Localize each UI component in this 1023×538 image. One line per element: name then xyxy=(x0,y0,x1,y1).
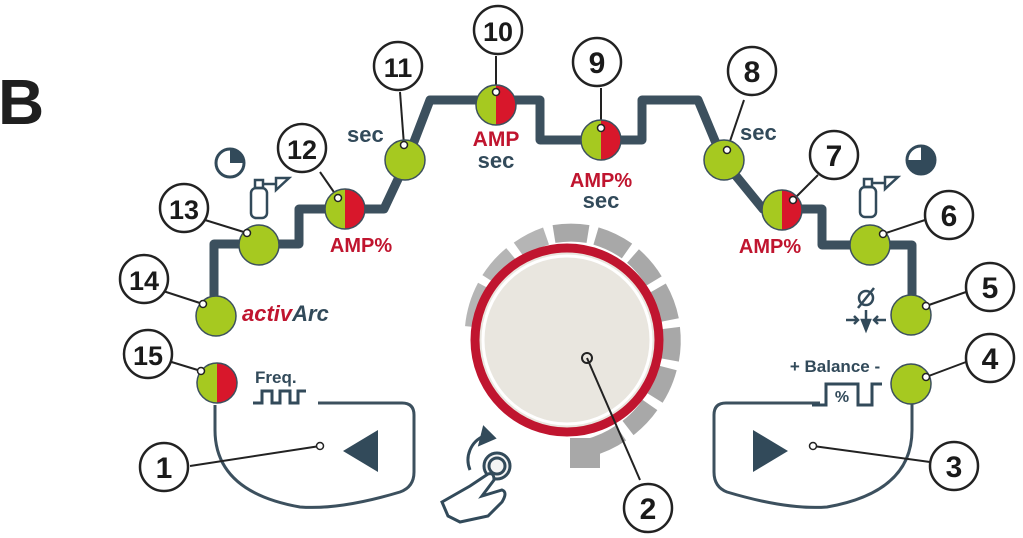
callout-6 xyxy=(923,189,975,241)
electrode-diameter-icon xyxy=(846,287,886,334)
callout-15-label: 15 xyxy=(133,341,163,371)
right-arrow-button[interactable] xyxy=(753,430,788,472)
callout-14 xyxy=(118,253,170,305)
label-sec-right: sec xyxy=(740,120,777,145)
activarc-prefix: activ xyxy=(242,301,294,326)
callout-10 xyxy=(472,4,524,56)
gas-cylinder-icon-left xyxy=(249,176,293,220)
three-quarter-clock-icon xyxy=(905,144,937,176)
callout-9 xyxy=(571,36,623,88)
balance-wave-icon: % xyxy=(812,382,882,407)
led-8-downslope xyxy=(703,139,745,181)
gas-cylinder-icon-right xyxy=(858,175,902,219)
knob-scale-end-block xyxy=(570,438,600,468)
callout-12-label: 12 xyxy=(287,135,317,165)
balance-pct: % xyxy=(835,389,849,406)
label-amp-pct-mid: AMP% xyxy=(570,170,632,192)
led-12-start-current xyxy=(324,188,366,230)
callouts xyxy=(118,4,1016,534)
led-4-balance xyxy=(890,363,932,405)
label-amp: AMP xyxy=(473,128,520,151)
callout-13-label: 13 xyxy=(169,195,199,225)
callout-4 xyxy=(964,332,1016,384)
activarc-suffix: Arc xyxy=(291,301,329,326)
callout-7-label: 7 xyxy=(826,140,843,173)
callout-5-label: 5 xyxy=(982,272,999,305)
left-arrow-button[interactable] xyxy=(343,430,378,472)
left-button-frame xyxy=(213,401,416,509)
callout-endpoints xyxy=(196,87,931,451)
callout-8-label: 8 xyxy=(744,56,761,89)
label-amp-pct-right: AMP% xyxy=(739,236,801,258)
callout-1-label: 1 xyxy=(156,452,173,485)
callout-10-label: 10 xyxy=(483,17,513,47)
callout-12 xyxy=(276,122,328,174)
right-button-frame xyxy=(712,395,914,509)
callout-14-label: 14 xyxy=(129,266,159,296)
label-amp-pct-sec: sec xyxy=(583,188,620,213)
callout-11-label: 11 xyxy=(384,53,413,83)
label-amp-pct-left: AMP% xyxy=(330,235,392,257)
rotate-push-hand-icon xyxy=(440,425,512,524)
led-5-electrode xyxy=(890,294,932,336)
callout-15 xyxy=(122,328,174,380)
callout-5 xyxy=(964,261,1016,313)
led-11-upslope xyxy=(384,139,426,181)
callout-2-label: 2 xyxy=(640,493,657,526)
callout-6-label: 6 xyxy=(941,200,958,233)
led-9-secondary-current xyxy=(580,119,622,161)
callout-13 xyxy=(158,182,210,234)
label-amp-sec: sec xyxy=(478,148,515,173)
callout-7 xyxy=(808,129,860,181)
led-10-main-current xyxy=(475,84,517,126)
callout-2 xyxy=(622,482,674,534)
label-activarc: activArc xyxy=(242,301,329,326)
callout-1 xyxy=(138,441,190,493)
callout-8 xyxy=(726,45,778,97)
label-sec-left: sec xyxy=(347,122,384,147)
callout-9-label: 9 xyxy=(589,47,606,80)
callout-3 xyxy=(928,440,980,492)
knob-center-dot xyxy=(581,352,593,364)
panel-letter: B xyxy=(0,66,44,138)
rotary-knob[interactable] xyxy=(470,243,664,437)
square-wave-icon xyxy=(253,389,306,405)
quarter-clock-icon xyxy=(214,147,246,179)
callout-4-label: 4 xyxy=(982,343,999,376)
callout-3-label: 3 xyxy=(946,451,963,484)
label-freq: Freq. xyxy=(255,368,297,387)
callout-11 xyxy=(372,40,424,92)
led-7-end-current xyxy=(761,189,803,231)
label-balance: + Balance - xyxy=(790,357,880,376)
